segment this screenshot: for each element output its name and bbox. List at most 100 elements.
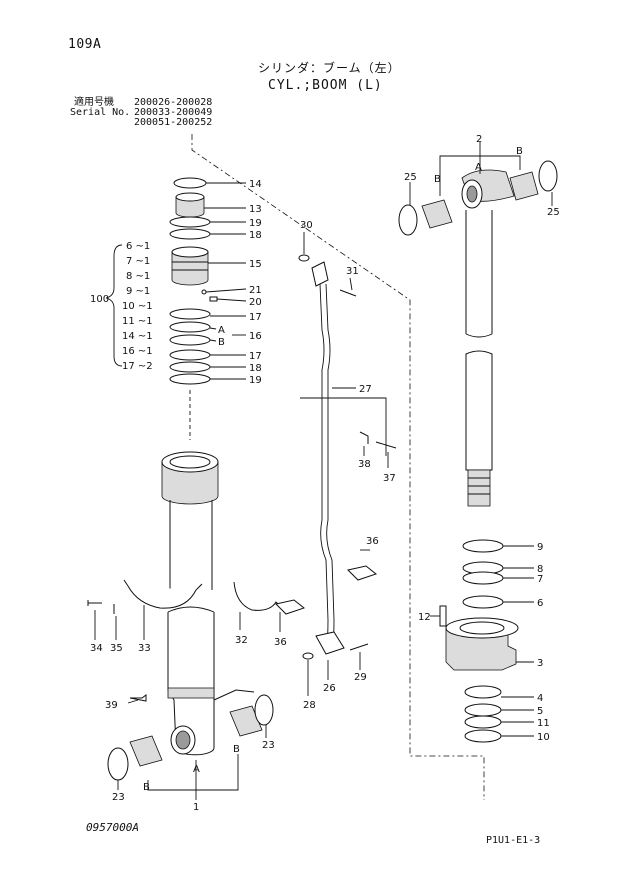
part-16b-seal [169,334,211,346]
part-6-ring [462,595,504,609]
label-32: 32 [235,635,248,646]
label-1: 1 [193,802,199,813]
part-b-bush-left [129,735,163,767]
label-28: 28 [303,700,316,711]
pipe-bottom-flange [315,631,345,655]
kit-item-7: 7 ~1 [126,256,150,267]
label-11: 11 [537,718,550,729]
part-23-seal-right [254,694,274,726]
label-19a: 19 [249,218,262,229]
part-28-oring [302,652,314,660]
part-19-ring-bottom [169,373,211,385]
label-20: 20 [249,297,262,308]
kit-item-9: 9 ~1 [126,286,150,297]
part-17-ring-bottom [169,349,211,361]
pipe-top-flange [311,261,329,287]
kit-bracket: 100 6 ~1 7 ~1 8 ~1 9 ~1 10 ~1 11 ~1 14 ~… [90,241,153,372]
part-15-piston [171,251,209,286]
assembly-boundary [191,134,485,800]
kit-number: 100 [90,294,109,305]
kit-item-14: 14 ~1 [122,331,153,342]
part-14-ring [173,177,207,189]
label-16: 16 [249,331,262,342]
rod-head [439,605,519,743]
label-b-bot-r: B [233,744,240,755]
label-18a: 18 [249,230,262,241]
top-right-bushings [398,160,558,236]
label-10: 10 [537,732,550,743]
piston-rod [461,169,515,507]
part-21-ball [201,289,207,295]
label-21: 21 [249,285,262,296]
label-38: 38 [358,459,371,470]
part-4-bush [464,685,502,699]
part-19-ring-top [169,216,211,228]
label-14: 14 [249,179,262,190]
part-30-oring [298,254,310,262]
label-7: 7 [537,574,543,585]
label-23a: 23 [112,792,125,803]
label-18b: 18 [249,363,262,374]
part-36-block-lower [275,599,306,615]
part-12-bolt [439,605,447,627]
label-25a: 25 [404,172,417,183]
title-japanese: シリンダ：ブーム（左） [258,61,401,75]
part-25-seal-right [538,160,558,192]
part-7-seal [462,571,504,585]
part-b-bush-top-right [509,171,539,201]
bottom-bushings [107,694,274,781]
label-30: 30 [300,220,313,231]
part-34-bolt [87,600,102,606]
part-39-grease-fitting [129,694,147,702]
label-31: 31 [346,266,359,277]
part-31-bolt [339,289,357,297]
label-19b: 19 [249,375,262,386]
label-36b: 36 [366,536,379,547]
part-36-block-upper [347,565,378,581]
part-32-band [233,581,281,611]
clamp-parts [87,565,378,702]
label-36a: 36 [274,637,287,648]
footer-drawing-number: 0957000A [86,821,139,834]
piston-leaders [204,182,247,380]
label-8: 8 [537,564,543,575]
label-2: 2 [476,134,482,145]
serial-label-japanese: 適用号機 [74,97,114,108]
part-25-seal-left [398,204,418,236]
label-23b: 23 [262,740,275,751]
label-13: 13 [249,204,262,215]
label-33: 33 [138,643,151,654]
kit-item-17: 17 ~2 [122,361,153,372]
part-33-band [127,585,197,609]
kit-item-16: 16 ~1 [122,346,153,357]
label-b-top-r: B [516,146,523,157]
label-3: 3 [537,658,543,669]
label-34: 34 [90,643,103,654]
label-b-mid: B [218,337,225,348]
part-20-setscrew [209,296,218,302]
label-29: 29 [354,672,367,683]
kit-item-10: 10 ~1 [122,301,153,312]
label-37: 37 [383,473,396,484]
label-b-bot-l: B [143,782,150,793]
label-6: 6 [537,598,543,609]
part-11-seal [464,715,502,729]
part-9-wiper [462,539,504,553]
kit-item-8: 8 ~1 [126,271,150,282]
label-a-mid: A [218,325,225,336]
label-b-top-l: B [434,174,441,185]
rod-seals [462,539,504,609]
part-b-bush-right [229,705,263,737]
label-12: 12 [418,612,431,623]
part-5-ring [464,703,502,717]
part-29-bolt [349,643,369,651]
label-15: 15 [249,259,262,270]
label-35: 35 [110,643,123,654]
kit-item-11: 11 ~1 [122,316,153,327]
part-17-ring-top [169,308,211,320]
piston-stack [169,177,218,440]
label-39: 39 [105,700,118,711]
footer-page-reference: P1U1-E1-3 [486,835,541,846]
label-4: 4 [537,693,543,704]
